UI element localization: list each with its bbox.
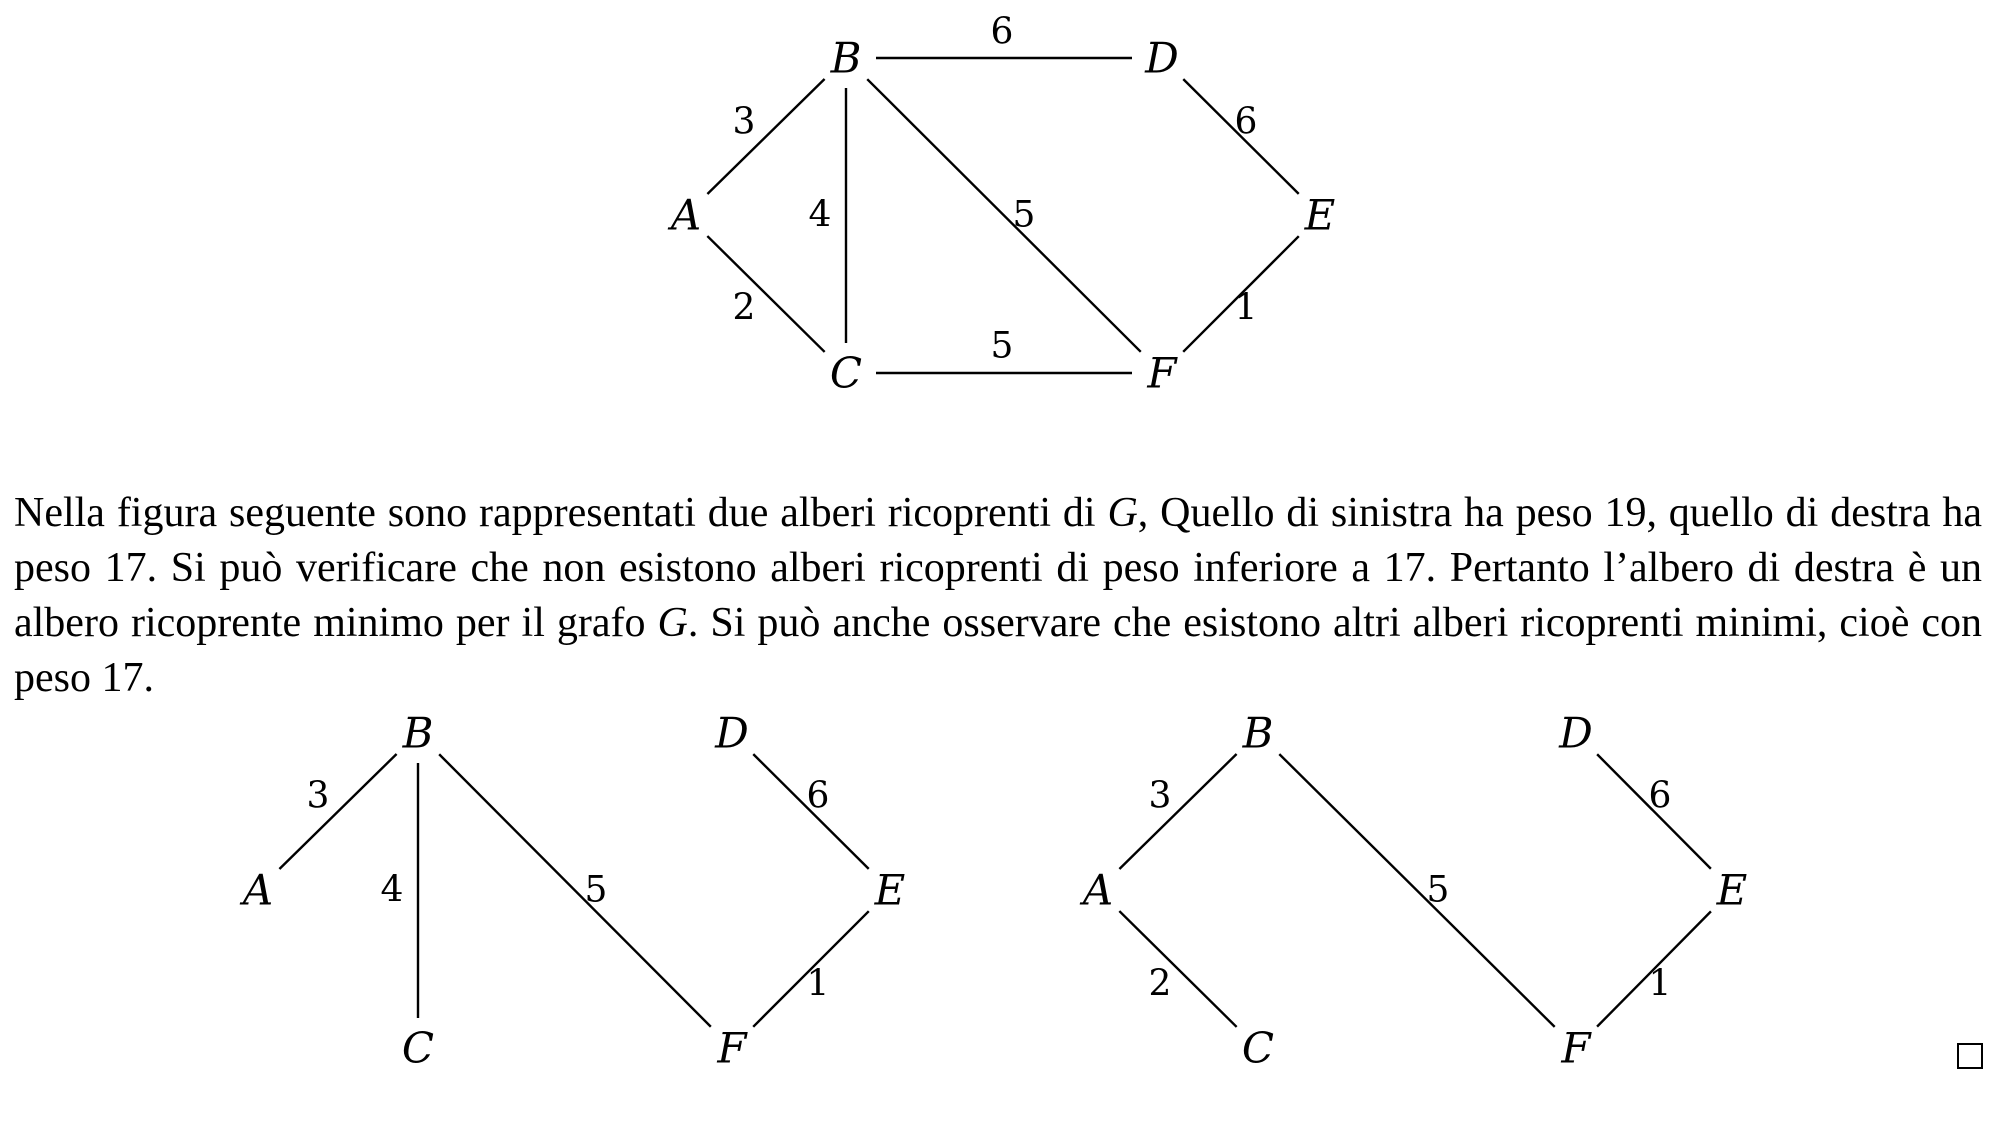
paragraph-text-part-2: , Quello di sinistra ha peso 19, quello … — [14, 490, 1982, 646]
weight-e-f: 1 — [1649, 964, 1672, 1005]
graph-variable: G — [1107, 490, 1138, 536]
weight-b-c: 4 — [809, 195, 832, 236]
weight-a-c: 2 — [1149, 964, 1172, 1005]
weight-c-f: 5 — [991, 326, 1014, 367]
weight-b-c: 4 — [381, 870, 404, 911]
node-b: B — [1242, 709, 1274, 758]
end-of-proof-box — [1957, 1043, 1983, 1069]
edge-d-e — [1596, 753, 1712, 870]
node-d: D — [714, 709, 749, 758]
graph-variable: G — [657, 600, 688, 646]
weight-b-d: 6 — [991, 12, 1014, 53]
weight-b-f: 5 — [1427, 870, 1450, 911]
edge-a-c — [706, 235, 826, 353]
weight-e-f: 1 — [807, 964, 830, 1005]
node-a: A — [239, 866, 273, 915]
edge-d-e — [1182, 78, 1300, 195]
weight-a-b: 3 — [307, 776, 330, 817]
edge-b-f — [866, 78, 1142, 353]
weight-e-f: 1 — [1235, 288, 1258, 329]
weight-a-c: 2 — [733, 288, 756, 329]
node-c: C — [1242, 1024, 1274, 1073]
weight-b-f: 5 — [1013, 195, 1036, 236]
explanation-paragraph: Nella figura seguente sono rappresentati… — [14, 486, 1982, 706]
edge-e-f — [1596, 910, 1712, 1028]
weight-b-f: 5 — [585, 870, 608, 911]
edge-a-c — [1118, 910, 1238, 1028]
node-d: D — [1558, 709, 1593, 758]
node-f: F — [1146, 349, 1178, 398]
main-graph: 3 2 4 6 5 5 6 1 A B C D E F — [667, 12, 1336, 398]
node-f: F — [716, 1024, 748, 1073]
node-c: C — [830, 349, 862, 398]
node-e: E — [1304, 191, 1336, 240]
edge-b-f — [1278, 753, 1556, 1028]
edge-a-b — [706, 78, 826, 195]
node-e: E — [874, 866, 906, 915]
edge-e-f — [1182, 235, 1300, 353]
edge-b-f — [438, 753, 712, 1028]
weight-d-e: 6 — [1649, 776, 1672, 817]
weight-d-e: 6 — [1235, 102, 1258, 143]
paragraph-text-part-3: . Si può anche osservare che esistono al… — [14, 600, 1982, 701]
edge-e-f — [752, 910, 870, 1028]
node-e: E — [1716, 866, 1748, 915]
node-a: A — [1079, 866, 1113, 915]
weight-d-e: 6 — [807, 776, 830, 817]
edge-a-b — [1118, 753, 1238, 870]
edge-a-b — [278, 753, 398, 870]
edge-d-e — [752, 753, 870, 870]
weight-a-b: 3 — [1149, 776, 1172, 817]
node-a: A — [667, 191, 701, 240]
node-b: B — [402, 709, 434, 758]
node-d: D — [1144, 34, 1179, 83]
node-c: C — [402, 1024, 434, 1073]
node-f: F — [1560, 1024, 1592, 1073]
paragraph-text-part-1: Nella figura seguente sono rappresentati… — [14, 490, 1108, 536]
node-b: B — [830, 34, 862, 83]
weight-a-b: 3 — [733, 102, 756, 143]
